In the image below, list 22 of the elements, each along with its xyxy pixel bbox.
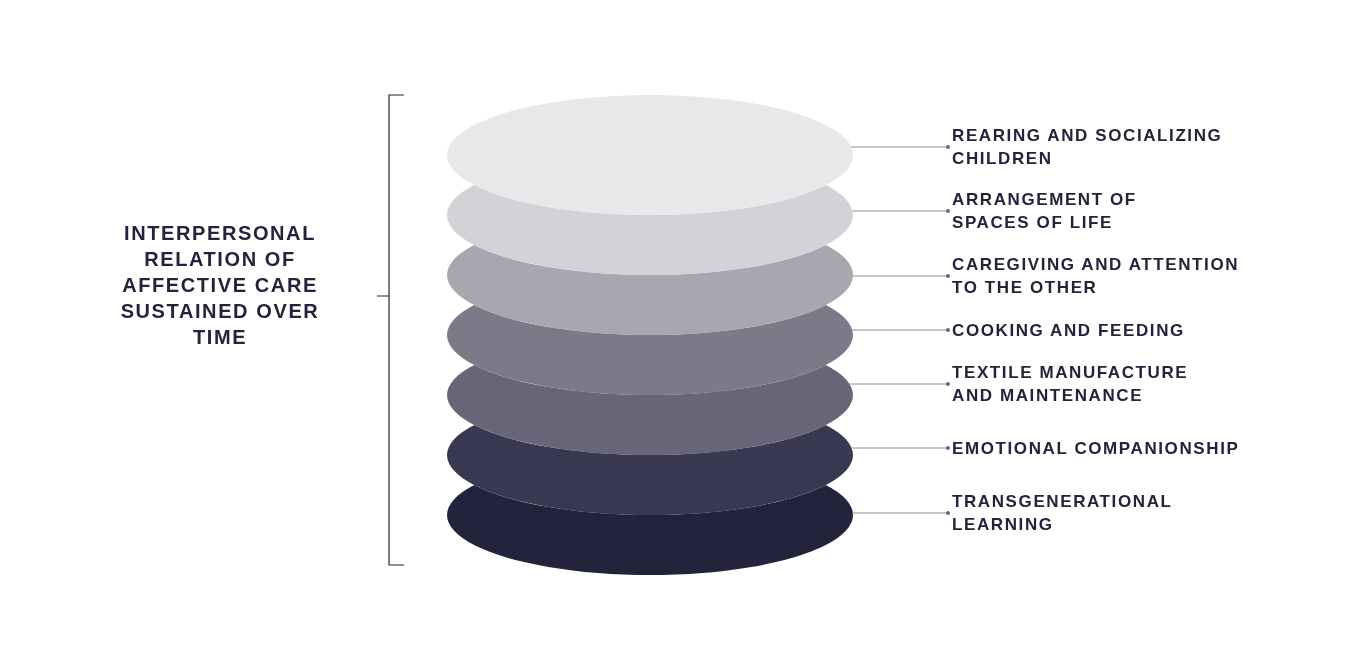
leader-line (852, 274, 950, 278)
ellipse-layer (447, 305, 853, 395)
layer-label: CAREGIVING AND ATTENTION TO THE OTHER (952, 253, 1240, 299)
layer-label: EMOTIONAL COMPANIONSHIP (952, 436, 1240, 460)
leader-line (849, 382, 950, 386)
layer-label: REARING AND SOCIALIZING CHILDREN (952, 124, 1223, 170)
ellipse-layer (447, 365, 853, 455)
leader-line (852, 209, 950, 213)
layer-label: COOKING AND FEEDING (952, 318, 1185, 342)
layer-label: TRANSGENERATIONAL LEARNING (952, 490, 1173, 536)
leader-line (851, 446, 950, 450)
ellipse-layer (447, 485, 853, 575)
layer-label: ARRANGEMENT OF SPACES OF LIFE (952, 188, 1137, 234)
layer-label: TEXTILE MANUFACTURE AND MAINTENANCE (952, 361, 1189, 407)
ellipse-layer (447, 185, 853, 275)
leader-line (850, 145, 950, 149)
ellipse-layer (447, 425, 853, 515)
leader-line (852, 511, 950, 515)
leader-line (851, 328, 950, 332)
group-label: INTERPERSONAL RELATION OF AFFECTIVE CARE SUSTAINED OVER TIME (119, 221, 321, 350)
ellipse-layer (447, 95, 853, 215)
ellipse-layer (447, 245, 853, 335)
